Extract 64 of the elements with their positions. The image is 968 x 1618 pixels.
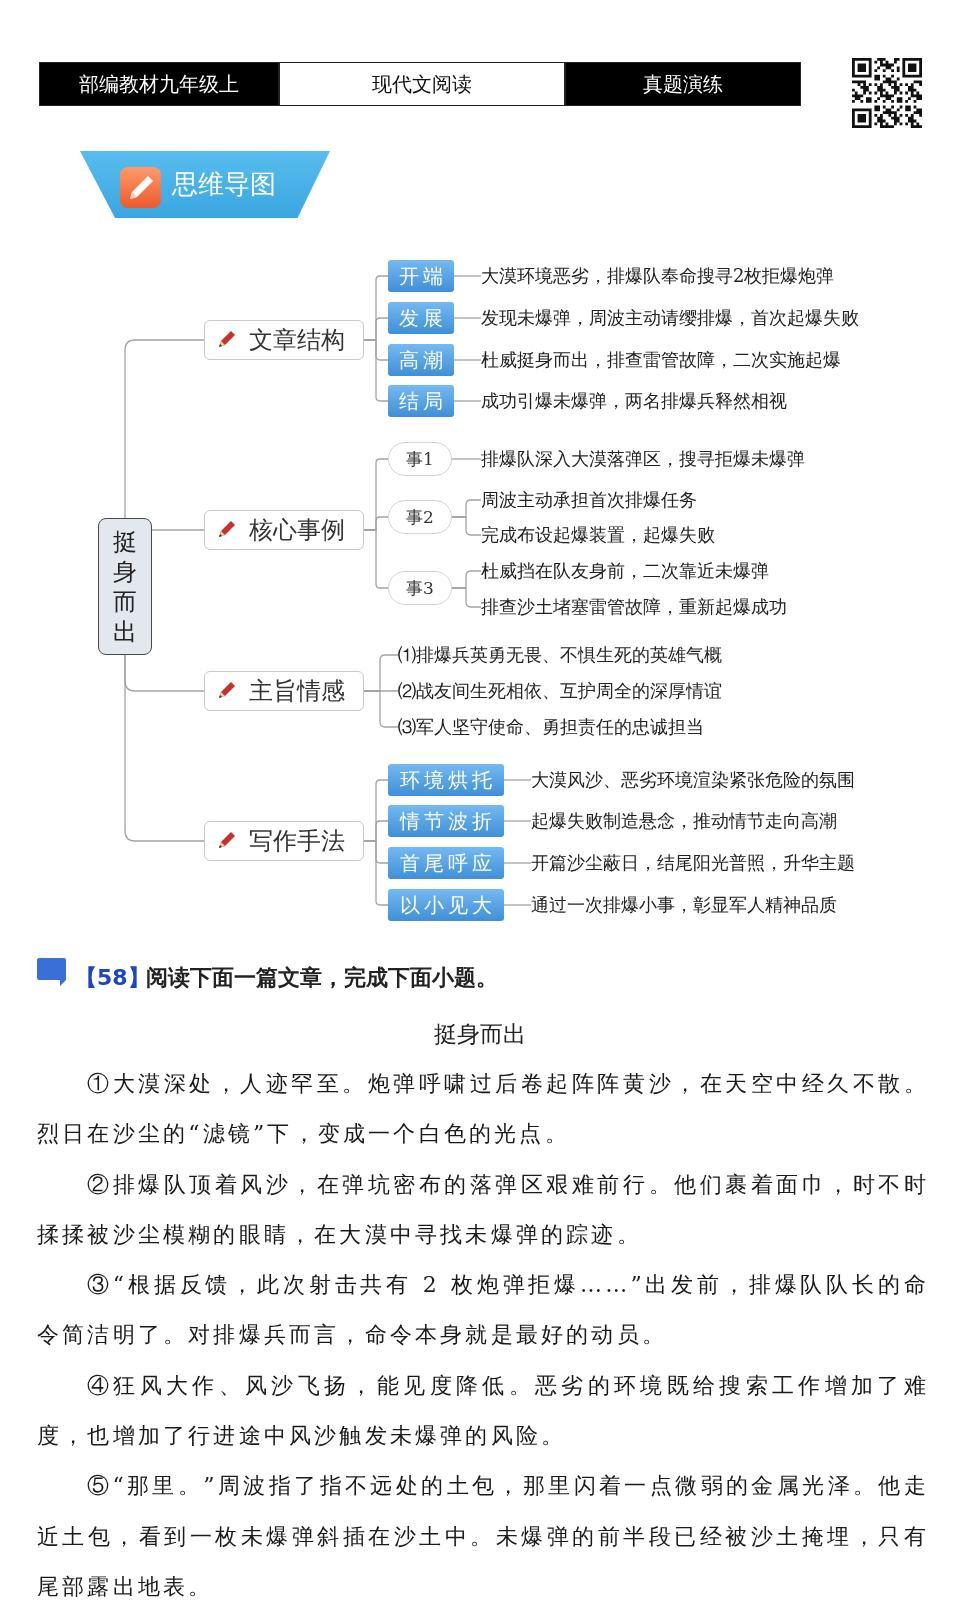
branch-topic-box <box>204 320 364 360</box>
connector-line <box>503 862 532 864</box>
root-topic-box: 挺身而出 <box>98 518 152 655</box>
branch-topic-box <box>204 671 364 711</box>
branch-topic-box <box>204 510 364 550</box>
keyword-box: 以小见大 <box>388 889 504 921</box>
event-pill: 事2 <box>388 500 452 534</box>
keyword-box: 发展 <box>388 302 454 334</box>
connector-line <box>453 359 482 361</box>
connector-line <box>124 339 205 519</box>
connector-line <box>503 779 532 781</box>
paragraph: ⑤“那里。”周波指了指不远处的土包，那里闪着一点微弱的金属光泽。他走近土包，看到一枚未爆弹斜插在沙土中。未爆弹的前半段已经被沙土掩埋，只有尾部露出地表。 <box>37 1472 929 1601</box>
header-tab: 现代文阅读 <box>279 62 565 106</box>
connector-line <box>151 529 205 531</box>
event-pill: 事3 <box>388 571 452 605</box>
leaf-text: 开篇沙尘蔽日，结尾阳光普照，升华主题 <box>531 850 855 876</box>
connector-line <box>453 317 482 319</box>
header-tab: 真题演练 <box>565 62 801 106</box>
connector-line <box>363 339 389 402</box>
leaf-text: 通过一次排爆小事，彰显军人精神品质 <box>531 892 837 918</box>
leaf-text: 起爆失败制造悬念，推动情节走向高潮 <box>531 808 837 834</box>
keyword-box: 结局 <box>388 385 454 417</box>
header-tab: 部编教材九年级上 <box>39 62 279 106</box>
connector-line <box>453 275 482 277</box>
branch-label: 文章结构 <box>249 325 345 356</box>
connector-line <box>451 458 482 460</box>
leaf-text: 杜威挡在队友身前，二次靠近未爆弹 <box>481 558 769 584</box>
leaf-text: 大漠环境恶劣，排爆队奉命搜寻2枚拒爆炮弹 <box>481 263 835 289</box>
connector-line <box>451 587 482 608</box>
leaf-text: 发现未爆弹，周波主动请缨排爆，首次起爆失败 <box>481 305 859 331</box>
leaf-text: 大漠风沙、恶劣环境渲染紧张危险的氛围 <box>531 767 855 793</box>
event-pill: 事1 <box>388 442 452 476</box>
keyword-box: 情节波折 <box>388 805 504 837</box>
leaf-text: ⑴排爆兵英勇无畏、不惧生死的英雄气概 <box>398 642 722 668</box>
paragraph: ④狂风大作、风沙飞扬，能见度降低。恶劣的环境既给搜索工作增加了难度，也增加了行进途中风沙触发未爆弹的风险。 <box>37 1371 929 1451</box>
section-title: 思维导图 <box>172 168 276 201</box>
leaf-text: ⑶军人坚守使命、勇担责任的忠诚担当 <box>398 714 704 740</box>
keyword-box: 高潮 <box>388 344 454 376</box>
leaf-text: 周波主动承担首次排爆任务 <box>481 487 697 513</box>
paragraph: ③“根据反馈，此次射击共有 2 枚炮弹拒爆……”出发前，排爆队队长的命令简洁明了。对排爆兵而言，命令本身就是最好的动员。 <box>37 1271 929 1350</box>
paragraph: ①大漠深处，人迹罕至。炮弹呼啸过后卷起阵阵黄沙，在天空中经久不散。烈日在沙尘的“滤镜”下，变成一个白色的光点。 <box>37 1070 929 1149</box>
leaf-text: 成功引爆未爆弹，两名排爆兵释然相视 <box>481 388 787 414</box>
connector-line <box>124 654 205 842</box>
branch-label: 写作手法 <box>249 826 345 857</box>
branch-label: 主旨情感 <box>249 676 345 707</box>
leaf-text: 完成布设起爆装置，起爆失败 <box>481 522 715 548</box>
connector-line <box>503 904 532 906</box>
connector-line <box>453 400 482 402</box>
branch-topic-box <box>204 821 364 861</box>
connector-line <box>503 820 532 822</box>
paragraph: ②排爆队顶着风沙，在弹坑密布的落弹区艰难前行。他们裹着面巾，时不时揉揉被沙尘模糊的眼睛，在大漠中寻找未爆弹的踪迹。 <box>37 1170 929 1249</box>
connector-line <box>363 690 399 728</box>
connector-line <box>363 840 389 906</box>
connector-line <box>363 529 389 589</box>
article-title: 挺身而出 <box>433 1020 527 1049</box>
leaf-text: 排查沙土堵塞雷管故障，重新起爆成功 <box>481 594 787 620</box>
leaf-text: ⑵战友间生死相依、互护周全的深厚情谊 <box>398 678 722 704</box>
branch-label: 核心事例 <box>249 515 345 546</box>
keyword-box: 开端 <box>388 260 454 292</box>
keyword-box: 环境烘托 <box>388 764 504 796</box>
keyword-box: 首尾呼应 <box>388 847 504 879</box>
leaf-text: 杜威挺身而出，排查雷管故障，二次实施起爆 <box>481 347 841 373</box>
connector-line <box>451 516 482 536</box>
leaf-text: 排爆队深入大漠落弹区，搜寻拒爆未爆弹 <box>481 446 805 472</box>
